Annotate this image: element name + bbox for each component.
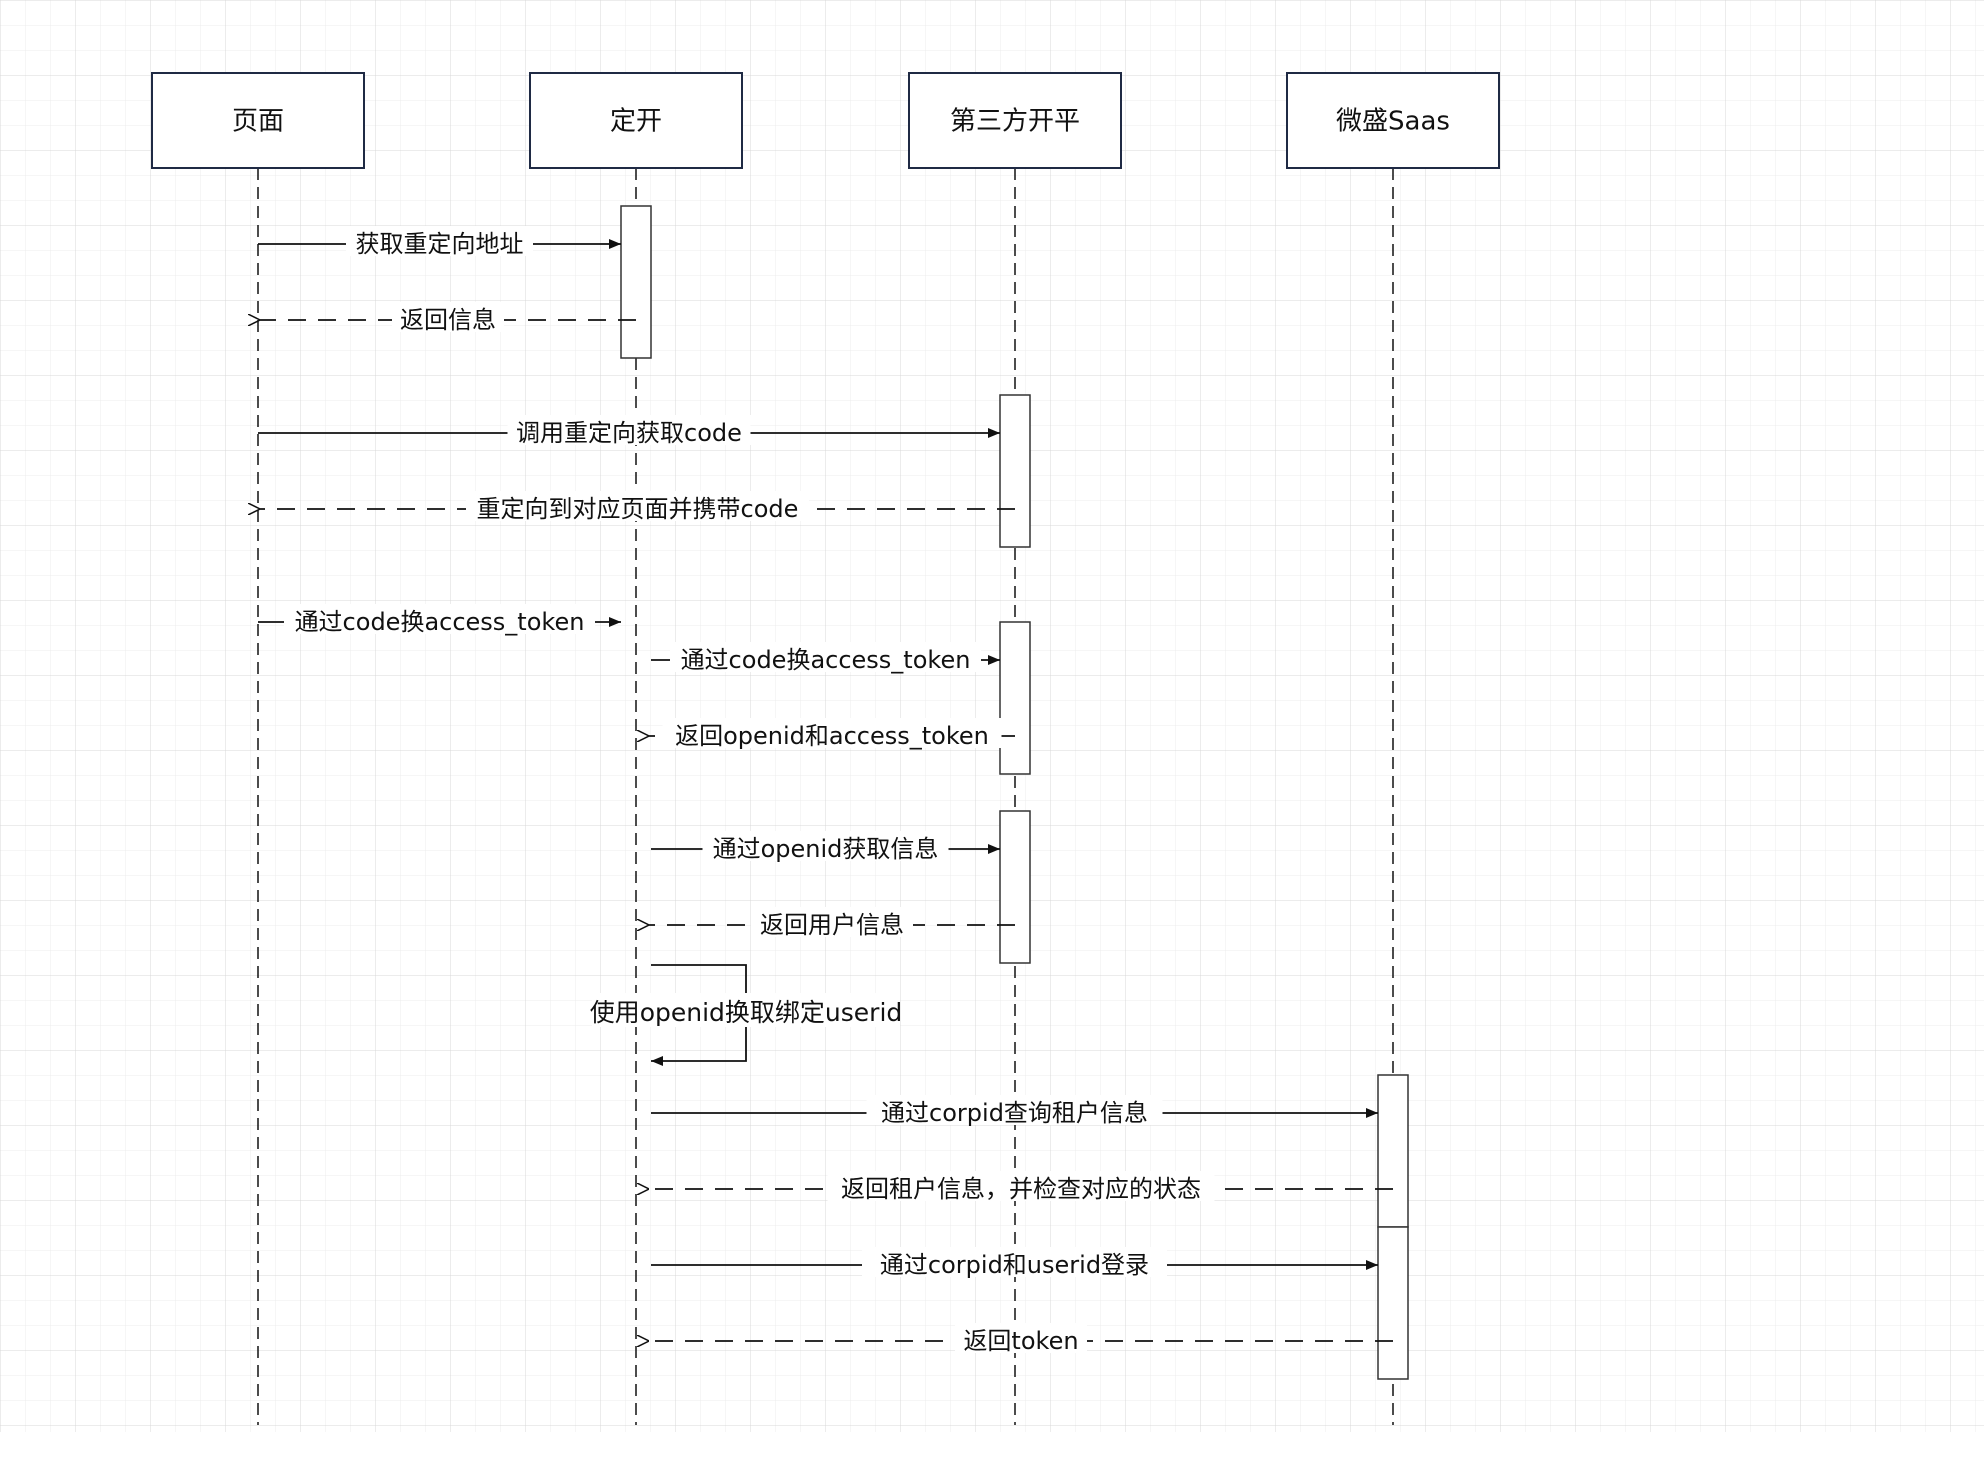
- message-label: 通过code换access_token: [681, 646, 971, 674]
- message-label: 使用openid换取绑定userid: [590, 998, 903, 1027]
- message-label: 返回信息: [400, 306, 496, 334]
- participant-box-saas[interactable]: [1286, 72, 1500, 169]
- label-background: [392, 302, 504, 332]
- participant-box-third[interactable]: [908, 72, 1122, 169]
- label-background: [284, 604, 595, 634]
- label-background: [670, 642, 981, 672]
- activation-bar-dingkai: [620, 205, 652, 359]
- label-background: [866, 1095, 1163, 1125]
- participant-label-page: 页面: [232, 107, 284, 137]
- participant-box-page[interactable]: [151, 72, 365, 169]
- label-background: [346, 226, 533, 256]
- message-0[interactable]: 获取重定向地址: [258, 226, 621, 258]
- label-background: [662, 718, 1002, 748]
- activation-bar-saas: [1377, 1226, 1409, 1380]
- message-label: 调用重定向获取code: [516, 419, 742, 447]
- label-background: [955, 1323, 1087, 1353]
- participant-box-dingkai[interactable]: [529, 72, 743, 169]
- message-label: 返回token: [963, 1327, 1078, 1355]
- message-label: 通过openid获取信息: [713, 835, 939, 863]
- message-label: 返回租户信息，并检查对应的状态: [841, 1175, 1201, 1203]
- activation-bar-third: [999, 394, 1031, 548]
- message-3[interactable]: 重定向到对应页面并携带code: [260, 491, 1015, 523]
- message-13[interactable]: 返回token: [649, 1323, 1393, 1355]
- participant-label-saas: 微盛Saas: [1336, 107, 1450, 137]
- message-9[interactable]: 使用openid换取绑定userid: [590, 964, 903, 1066]
- label-background: [862, 1247, 1167, 1277]
- message-8[interactable]: 返回用户信息: [649, 907, 1015, 939]
- label-background: [466, 491, 809, 521]
- activation-bar-third: [999, 621, 1031, 775]
- message-6[interactable]: 返回openid和access_token: [649, 718, 1015, 750]
- label-background: [751, 907, 913, 937]
- message-12[interactable]: 通过corpid和userid登录: [651, 1247, 1378, 1279]
- activation-bar-third: [999, 810, 1031, 964]
- participant-label-third: 第三方开平: [950, 107, 1080, 137]
- activation-bars: [620, 205, 1409, 1380]
- label-background: [827, 1171, 1215, 1201]
- label-background: [592, 993, 900, 1027]
- message-7[interactable]: 通过openid获取信息: [651, 831, 1000, 863]
- message-4[interactable]: 通过code换access_token: [258, 604, 621, 636]
- message-label: 返回openid和access_token: [675, 722, 989, 750]
- message-10[interactable]: 通过corpid查询租户信息: [651, 1095, 1378, 1127]
- message-label: 获取重定向地址: [356, 230, 524, 258]
- message-label: 通过corpid查询租户信息: [881, 1099, 1148, 1127]
- message-label: 重定向到对应页面并携带code: [477, 495, 799, 523]
- message-5[interactable]: 通过code换access_token: [651, 642, 1000, 674]
- message-2[interactable]: 调用重定向获取code: [258, 415, 1000, 447]
- message-11[interactable]: 返回租户信息，并检查对应的状态: [649, 1171, 1393, 1203]
- label-background: [507, 415, 751, 445]
- participant-boxes: 页面 定开 第三方开平 微盛Saas: [151, 72, 1500, 169]
- message-label: 返回用户信息: [760, 911, 904, 939]
- message-label: 通过corpid和userid登录: [880, 1251, 1149, 1279]
- label-background: [702, 831, 949, 861]
- message-label: 通过code换access_token: [295, 608, 585, 636]
- participant-label-dingkai: 定开: [610, 107, 662, 137]
- message-1[interactable]: 返回信息: [260, 302, 636, 334]
- activation-bar-saas: [1377, 1074, 1409, 1228]
